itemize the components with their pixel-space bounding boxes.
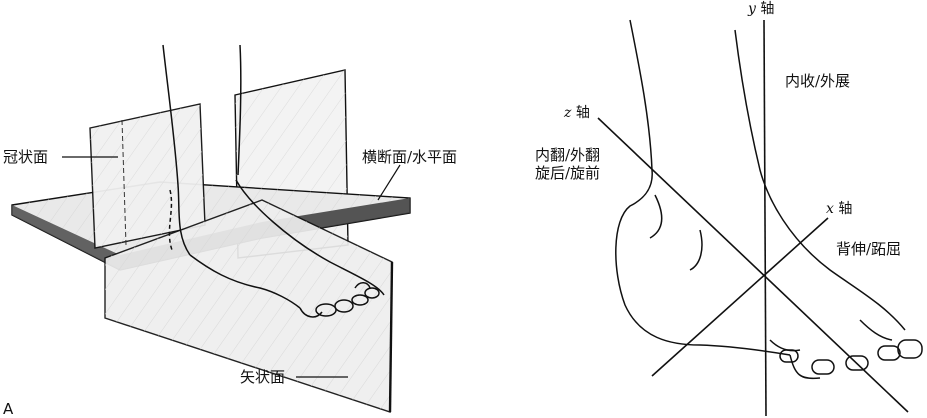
transverse-plane-label: 横断面/水平面 <box>362 148 458 166</box>
x-axis-label: x 轴 <box>826 200 852 218</box>
z-axis-line <box>597 117 909 413</box>
y-axis-label: y 轴 <box>748 0 774 18</box>
x-axis-var: x <box>826 201 834 217</box>
y-axis-motion-label: 内收/外展 <box>785 72 851 90</box>
x-axis-motion-label: 背伸/跖屈 <box>836 240 902 258</box>
z-axis-var: z <box>564 105 572 121</box>
coronal-plane-label: 冠状面 <box>3 148 49 166</box>
z-axis-motion-line1: 内翻/外翻 <box>535 146 601 164</box>
y-axis-var: y <box>748 1 756 17</box>
sagittal-plane-label: 矢状面 <box>240 368 286 386</box>
x-axis-word: 轴 <box>838 201 853 217</box>
panel-letter: A <box>3 400 14 418</box>
z-axis-word: 轴 <box>575 105 590 121</box>
transverse-leader <box>377 164 401 201</box>
foot-drawing <box>615 19 923 380</box>
z-axis-motion-line2: 旋后/旋前 <box>535 164 601 182</box>
y-axis-line <box>763 19 767 416</box>
x-axis-line <box>651 217 829 377</box>
y-axis-word: 轴 <box>760 1 775 17</box>
leg-foot-drawing <box>162 44 385 318</box>
z-axis-label: z 轴 <box>564 104 590 122</box>
